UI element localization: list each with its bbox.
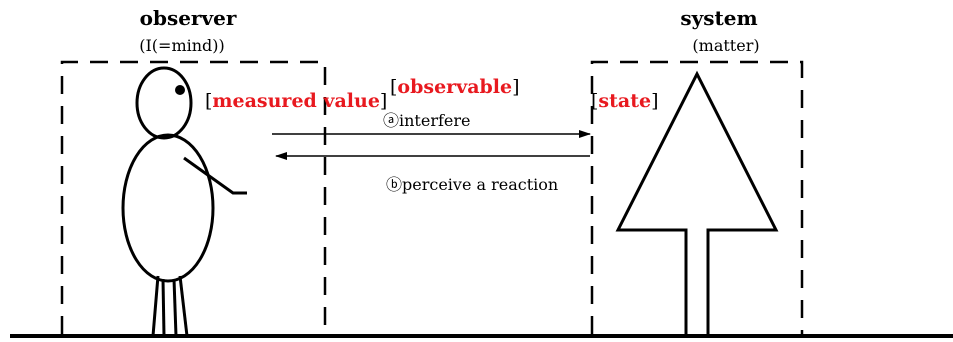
observer-head [135, 66, 193, 140]
state-text: state [598, 90, 651, 112]
bracket-close: ] [512, 76, 519, 98]
bracket-open: [ [390, 76, 397, 98]
observer-boundary [60, 60, 327, 334]
observer-leg [172, 278, 178, 337]
state-label: [state] [591, 90, 659, 112]
observer-subtitle: (I(=mind)) [139, 36, 225, 55]
bracket-open: [ [591, 90, 598, 112]
observer-leg [151, 275, 160, 337]
tree-figure [615, 70, 779, 336]
observer-leg [178, 275, 189, 337]
observer-leg [161, 278, 166, 337]
observer-figure [121, 66, 247, 337]
measured-value-text: measured value [212, 90, 379, 112]
observer-title: observer [140, 6, 237, 30]
system-title: system [680, 6, 757, 30]
system-boundary [590, 60, 804, 334]
observer-eye [175, 85, 185, 95]
measured-value-label: [measured value] [205, 90, 387, 112]
observer-body [121, 133, 215, 283]
observable-text: observable [397, 76, 512, 98]
system-subtitle: (matter) [692, 36, 759, 55]
observable-label: [observable] [390, 76, 520, 98]
bracket-close: ] [651, 90, 658, 112]
perceive-label: ⓑperceive a reaction [386, 175, 558, 194]
bracket-open: [ [205, 90, 212, 112]
interfere-label: ⓐinterfere [383, 111, 470, 130]
observer-arm [183, 156, 247, 195]
bracket-close: ] [380, 90, 387, 112]
